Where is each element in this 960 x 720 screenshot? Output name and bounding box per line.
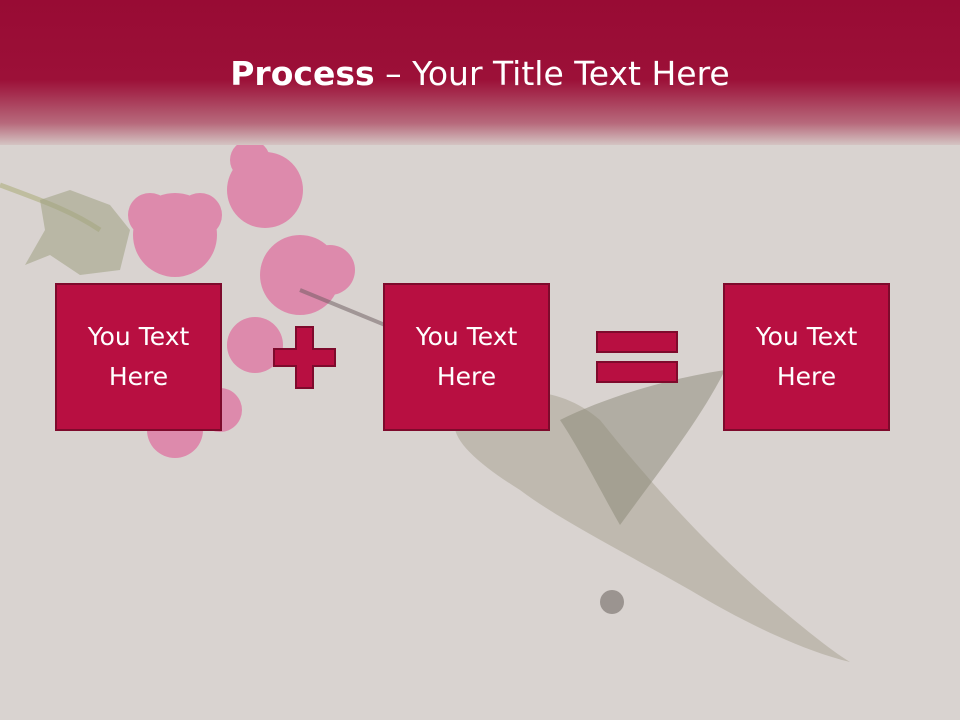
equals-icon [596,331,678,383]
plus-icon [273,326,336,389]
process-box-3-text: You Text Here [755,322,858,391]
title-bar [0,0,960,145]
title-rest: – Your Title Text Here [374,54,730,93]
title-bold: Process [230,54,375,93]
process-box-1[interactable]: You Text Here [55,283,222,431]
process-box-1-text: You Text Here [87,322,190,391]
process-box-3[interactable]: You Text Here [723,283,890,431]
slide-title: Process – Your Title Text Here [0,52,960,96]
process-box-2-text: You Text Here [415,322,518,391]
process-box-2[interactable]: You Text Here [383,283,550,431]
